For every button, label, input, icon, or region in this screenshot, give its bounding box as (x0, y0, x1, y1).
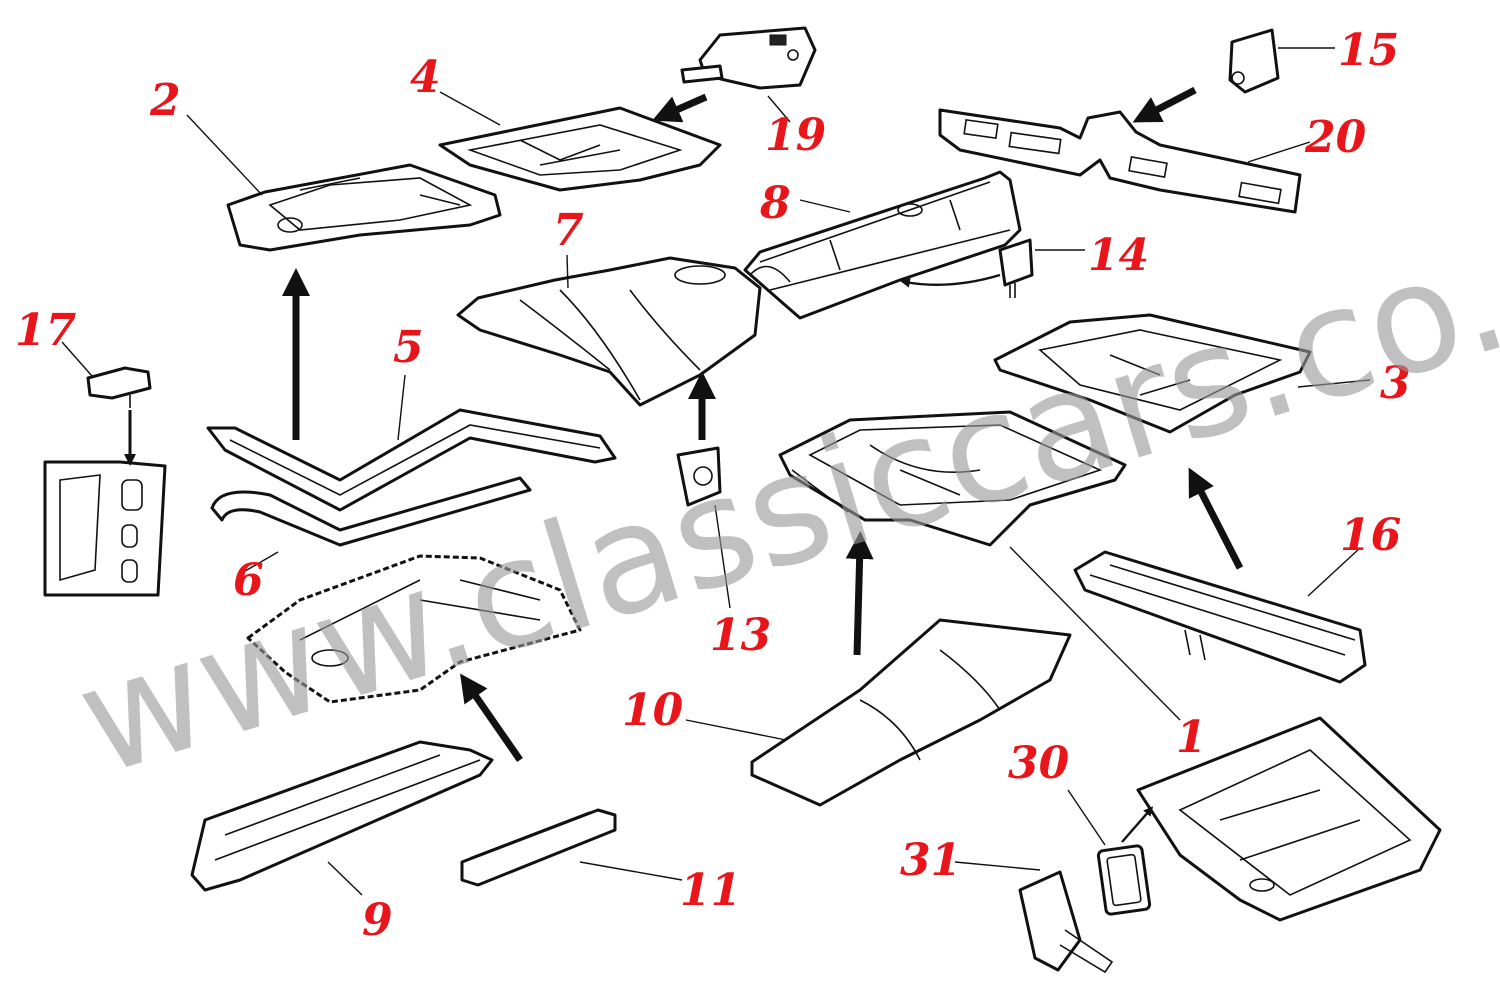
part-11-sill-bracket (460, 808, 617, 887)
part-31-bracket (1018, 870, 1114, 974)
right-rear-floor-section (1136, 716, 1442, 922)
label-part-19: 19 (765, 110, 826, 161)
label-part-15: 15 (1338, 25, 1399, 76)
floor-assembly (246, 554, 582, 704)
label-part-2: 2 (149, 75, 181, 126)
part-7-tunnel-front (456, 256, 762, 407)
part-3-rear-floor-pan (993, 313, 1312, 434)
part-1-centre-floor-pan (778, 410, 1127, 547)
label-part-1: 1 (1176, 712, 1207, 763)
arrow-10-to-1 (845, 531, 874, 656)
part-14-clip (998, 238, 1034, 298)
part-30-gasket (1096, 844, 1152, 916)
arrow-19-to-4 (652, 93, 708, 123)
part-4-front-floor-pan (438, 106, 722, 192)
label-part-31: 31 (900, 835, 961, 886)
label-part-6: 6 (233, 555, 264, 606)
label-part-30: 30 (1008, 738, 1070, 789)
part-6-floor-rail (210, 476, 532, 547)
label-part-14: 14 (1088, 230, 1149, 281)
label-part-11: 11 (680, 865, 741, 916)
assembly-arrows (124, 86, 1244, 843)
label-part-5: 5 (393, 322, 424, 373)
label-part-9: 9 (362, 895, 393, 946)
label-part-7: 7 (553, 205, 584, 256)
part-19-bracket (680, 26, 817, 90)
arrow-30-to-panel (1121, 806, 1154, 843)
leader-lines (61, 47, 1371, 896)
arrow-to-20 (1132, 86, 1197, 123)
part-8-tunnel-cover (743, 170, 1022, 320)
part-9-outer-sill (190, 740, 494, 892)
label-part-16: 16 (1340, 510, 1401, 561)
part-10-floor-mat (750, 618, 1072, 807)
label-part-17: 17 (15, 305, 77, 356)
part-17-clip (86, 366, 152, 408)
part-13-clip (676, 446, 722, 507)
part-15-small-bracket (1228, 28, 1280, 94)
label-part-3: 3 (1380, 358, 1411, 409)
part-5-inner-sill (206, 408, 617, 512)
part-labels: 1 2 3 4 5 6 7 8 9 10 11 13 14 15 16 17 1… (15, 25, 1411, 946)
label-part-8: 8 (759, 178, 791, 229)
label-part-4: 4 (410, 52, 441, 103)
left-side-panel (43, 460, 167, 597)
arrow-14-to-8 (900, 273, 1001, 288)
arrow-16-to-3 (1188, 467, 1244, 570)
part-20-rear-cross-panel (938, 108, 1302, 214)
arrow-9-to-floor (460, 673, 523, 762)
label-part-20: 20 (1304, 112, 1367, 163)
part-2-left-floor-pan (226, 163, 502, 252)
part-16-sill-member (1073, 550, 1367, 684)
label-part-10: 10 (622, 685, 684, 736)
label-part-13: 13 (710, 610, 771, 661)
